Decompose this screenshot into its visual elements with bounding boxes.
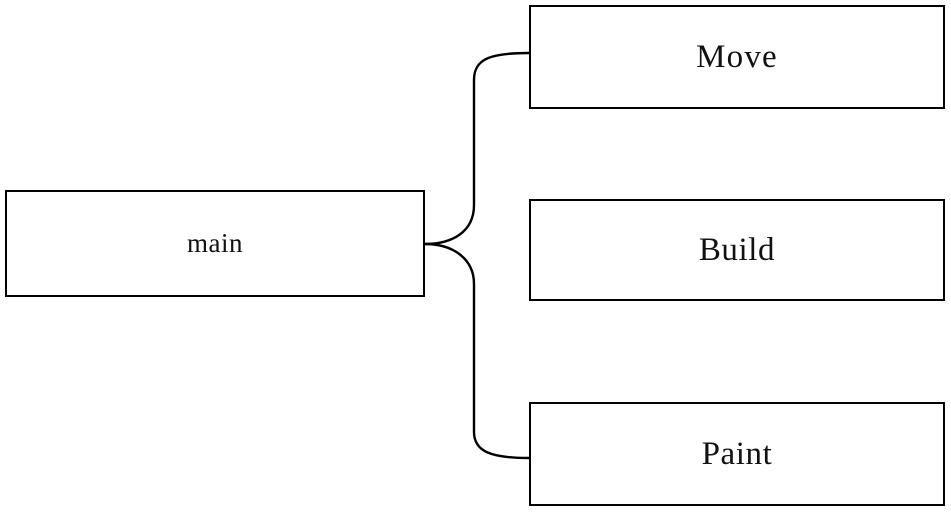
node-paint-label: Paint xyxy=(701,435,773,472)
node-build[interactable]: Build xyxy=(529,199,945,301)
connector-main-to-paint xyxy=(424,242,530,460)
connector-main-to-move xyxy=(424,51,530,246)
node-move-label: Move xyxy=(696,38,778,75)
node-move[interactable]: Move xyxy=(529,5,945,109)
node-paint[interactable]: Paint xyxy=(529,402,945,506)
node-main-label: main xyxy=(187,228,243,258)
node-main[interactable]: main xyxy=(5,190,425,297)
node-build-label: Build xyxy=(698,231,776,268)
